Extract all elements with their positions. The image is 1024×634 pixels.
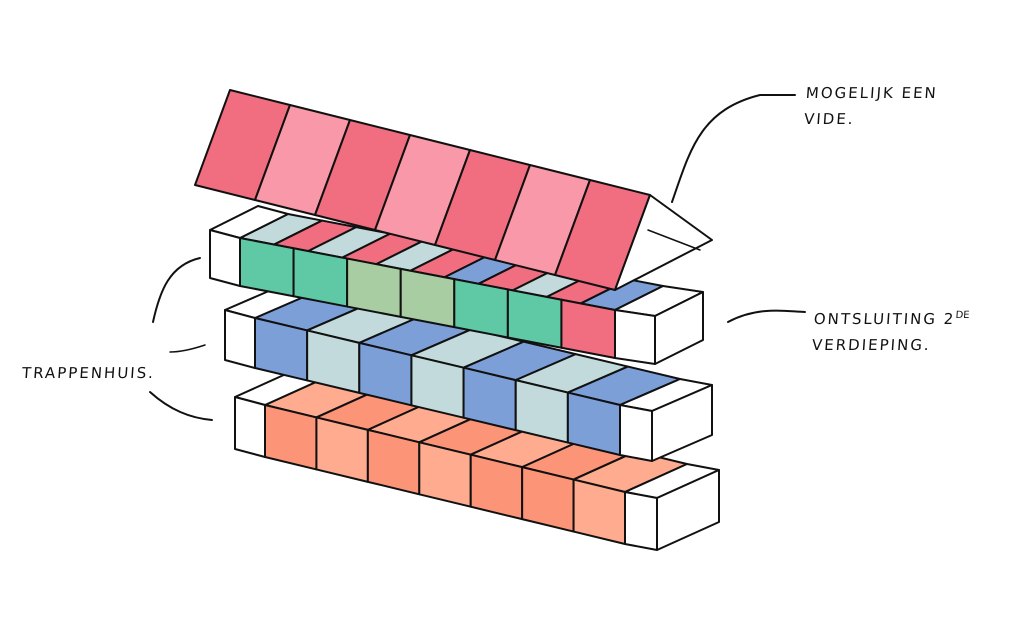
second-floor-front-cell xyxy=(239,237,295,298)
second-floor-front-cell xyxy=(506,288,563,349)
second-floor-front-cell xyxy=(346,257,402,318)
label-ontsluiting-line1: ONTSLUITING 2 xyxy=(813,310,956,328)
ground-floor-front-cell xyxy=(366,428,421,496)
second-floor-front-cell xyxy=(399,267,456,329)
label-ontsluiting-sup: DE xyxy=(955,310,970,321)
label-ontsluiting-line2: VERDIEPING. xyxy=(811,336,932,354)
leader-trappenhuis-mid xyxy=(169,344,206,353)
label-trappenhuis: TRAPPENHUIS. xyxy=(21,360,156,386)
ground-floor-end-front xyxy=(624,491,658,551)
label-trappenhuis-text: TRAPPENHUIS. xyxy=(21,364,156,382)
ground-floor-front-cell xyxy=(264,404,318,471)
second-floor-end-side xyxy=(654,291,704,365)
roof-gable-dash xyxy=(647,229,701,251)
label-vide-line1: MOGELIJK EEN xyxy=(805,84,939,102)
first-floor-stair-front xyxy=(224,309,256,369)
first-floor-end-front xyxy=(619,404,653,462)
leader-trappenhuis-upper xyxy=(152,257,201,323)
ground-floor-end-side xyxy=(656,469,720,551)
label-vide-line2: VIDE. xyxy=(803,110,856,128)
ground-floor-front-cell xyxy=(418,441,472,508)
roof-gable-end xyxy=(614,194,713,291)
ground-floor-front-cell xyxy=(469,453,524,521)
label-mogelijk-een-vide: MOGELIJK EEN VIDE. xyxy=(803,80,938,132)
second-floor-front-cell xyxy=(560,298,616,359)
second-floor-front-cell xyxy=(292,247,349,308)
leader-vide xyxy=(671,94,796,203)
ground-floor-front-cell xyxy=(521,466,575,533)
leader-ontsluiting xyxy=(727,309,806,323)
ground-floor-front-cell xyxy=(572,478,626,545)
second-floor-front-cell xyxy=(453,278,509,339)
ground-floor-front-cell xyxy=(315,416,369,483)
ground-floor-stair-front xyxy=(234,396,266,458)
second-floor-end-front xyxy=(614,309,656,365)
leader-trappenhuis-lower xyxy=(149,391,213,421)
second-floor-stair-front xyxy=(209,229,241,287)
first-floor-end-side xyxy=(651,384,713,462)
label-ontsluiting: ONTSLUITING 2DE VERDIEPING. xyxy=(811,303,970,358)
